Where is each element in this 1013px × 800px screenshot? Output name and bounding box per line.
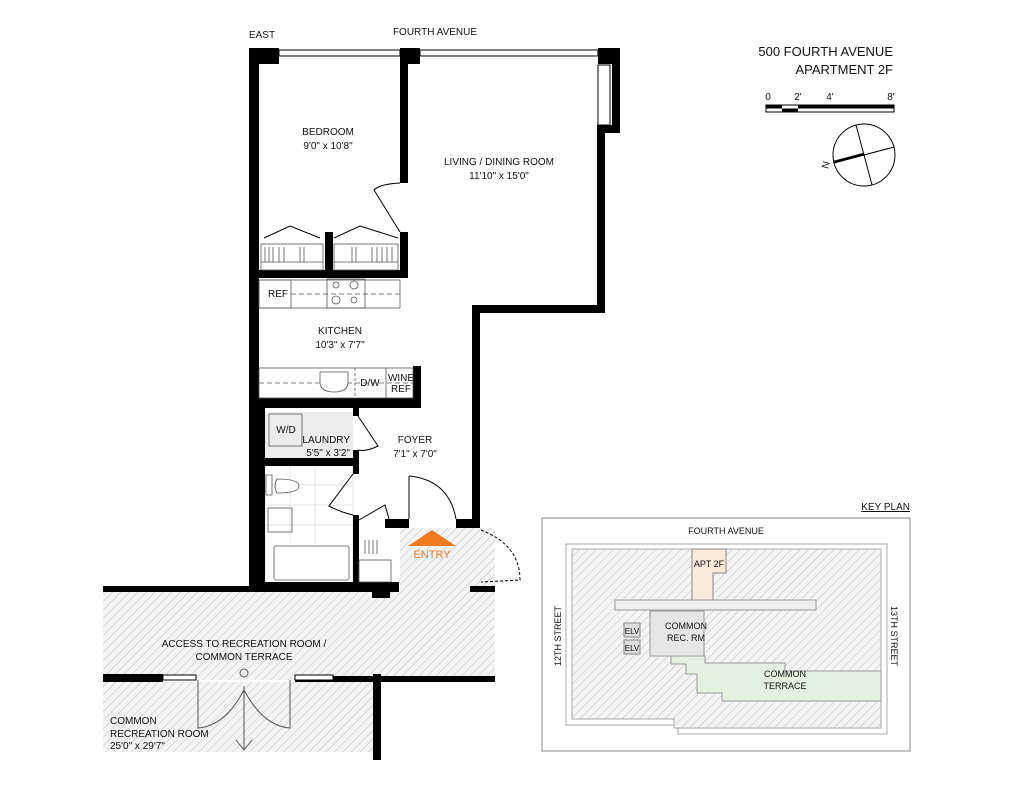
key-plan-title: KEY PLAN	[861, 502, 910, 513]
foyer-name: FOYER	[398, 435, 432, 446]
bedroom-name: BEDROOM	[302, 127, 354, 138]
wd-label: W/D	[276, 425, 295, 436]
dw-label: D/W	[360, 378, 380, 389]
wine-label-1: WINE	[388, 373, 414, 384]
corner-label: EAST	[249, 30, 275, 41]
sink	[267, 507, 293, 533]
entry-vestibule	[470, 528, 495, 590]
key-plan-top-street: FOURTH AVENUE	[688, 526, 764, 536]
street-label: FOURTH AVENUE	[393, 27, 477, 38]
rec-room-dims: 25'0" x 29'7"	[110, 741, 165, 752]
key-plan-terrace-1: COMMON	[764, 669, 806, 679]
address-title: 500 FOURTH AVENUE	[758, 44, 893, 59]
laundry-floor	[265, 412, 353, 459]
entry-arrow-icon	[408, 530, 456, 546]
ref-label: REF	[268, 289, 288, 300]
key-plan-right-street: 13TH STREET	[889, 606, 899, 667]
laundry-name: LAUNDRY	[302, 435, 350, 446]
scale-bar: 0 2' 4' 8'	[765, 92, 895, 113]
wine-label-2: REF	[391, 384, 411, 395]
foyer-dims: 7'1" x 7'0"	[393, 449, 437, 460]
key-plan-rec-2: REC. RM	[667, 633, 705, 643]
access-line-2: COMMON TERRACE	[195, 652, 292, 663]
apartment-title: APARTMENT 2F	[795, 62, 893, 77]
key-plan-elv-2: ELV	[625, 644, 640, 653]
scale-tick-2: 2'	[794, 92, 802, 103]
key-plan: KEY PLAN FOURTH AVENUE 12TH STREET 13TH …	[541, 502, 911, 752]
stove	[326, 278, 366, 309]
scale-tick-0: 0	[765, 92, 771, 103]
key-plan-apt-label: APT 2F	[694, 559, 725, 569]
recreation-room-area	[103, 682, 375, 752]
north-compass-icon: N	[820, 123, 896, 187]
kitchen-dims: 10'3" x 7'7"	[315, 340, 365, 351]
scale-tick-8: 8'	[887, 92, 895, 103]
bedroom-dims: 9'0" x 10'8"	[303, 141, 353, 152]
kitchen-counters	[258, 278, 414, 583]
living-dims: 11'10" x 15'0"	[469, 171, 529, 182]
key-plan-terrace	[670, 655, 882, 702]
doors	[197, 182, 521, 751]
bathtub	[273, 545, 350, 581]
scale-tick-4: 4'	[826, 92, 834, 103]
access-line-1: ACCESS TO RECREATION ROOM /	[162, 639, 327, 650]
common-corridor	[103, 590, 495, 680]
entry-label: ENTRY	[413, 549, 451, 561]
walls	[103, 48, 620, 760]
washer-dryer	[268, 413, 303, 447]
kitchen-name: KITCHEN	[318, 326, 362, 337]
closets	[260, 243, 399, 271]
key-plan-left-street: 12TH STREET	[553, 605, 563, 666]
laundry-dims: 5'5" x 3'2"	[306, 448, 350, 459]
living-name: LIVING / DINING ROOM	[444, 157, 554, 168]
key-plan-elv-1: ELV	[625, 627, 640, 636]
windows	[162, 49, 611, 681]
key-plan-terrace-2: TERRACE	[763, 681, 806, 691]
rec-room-line-1: COMMON	[110, 716, 157, 727]
north-label: N	[820, 160, 832, 170]
key-plan-rec-1: COMMON	[665, 621, 707, 631]
rec-room-line-2: RECREATION ROOM	[110, 729, 209, 740]
